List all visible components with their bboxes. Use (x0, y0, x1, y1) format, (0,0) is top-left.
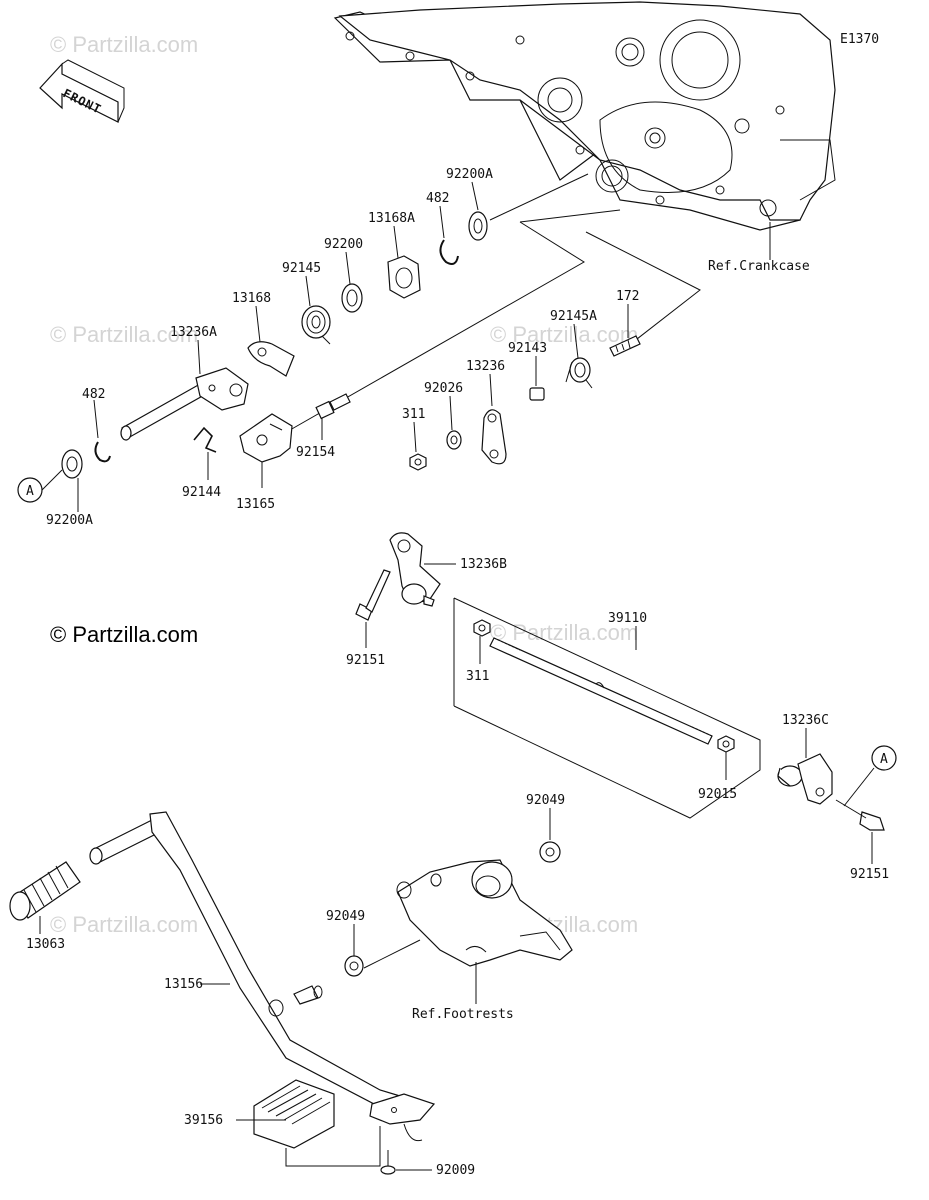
crankcase-ref (333, 1, 836, 231)
front-arrow-icon: FRONT (39, 59, 125, 123)
watermark-5: © Partzilla.com (490, 620, 638, 645)
label-311-top: 311 (402, 407, 425, 422)
label-311-rod: 311 (466, 669, 489, 684)
callout-a-left: A (17, 477, 43, 503)
part-482-circlip-top (439, 239, 459, 265)
label-13156: 13156 (164, 977, 203, 992)
label-92145A: 92145A (550, 309, 597, 324)
part-92145A-spring (565, 357, 593, 389)
part-92200A-washer-top (468, 211, 488, 241)
part-92144-spring (193, 426, 217, 453)
label-92009: 92009 (436, 1163, 475, 1178)
label-13063: 13063 (26, 937, 65, 952)
part-39110-rod (489, 637, 713, 745)
part-13063-footpeg-rubber (9, 861, 81, 921)
part-92151-bolt-left (355, 569, 391, 621)
label-13236B: 13236B (460, 557, 507, 572)
label-172: 172 (616, 289, 639, 304)
part-92154-bolt (315, 393, 351, 420)
part-13236B-lever (389, 532, 441, 607)
part-482-circlip-left (94, 441, 111, 463)
watermark-6: © Partzilla.com (50, 912, 198, 937)
label-92145: 92145 (282, 261, 321, 276)
label-13236: 13236 (466, 359, 505, 374)
part-92009-screw (380, 1150, 396, 1175)
part-92015-nut (717, 735, 735, 753)
callout-a-left-label: A (26, 484, 34, 499)
label-39156: 39156 (184, 1113, 223, 1128)
callout-a-right-label: A (880, 752, 888, 767)
label-13165: 13165 (236, 497, 275, 512)
part-13165-ratchet-plate (239, 413, 293, 463)
callout-a-right: A (871, 745, 897, 771)
part-92200-washer (341, 283, 363, 313)
part-13236A-shift-shaft (120, 367, 249, 441)
label-92143: 92143 (508, 341, 547, 356)
part-172-pin (609, 335, 641, 357)
label-92151-left: 92151 (346, 653, 385, 668)
label-13236A: 13236A (170, 325, 217, 340)
part-92026-washer (446, 430, 462, 450)
part-92049-washer-upper (539, 841, 561, 863)
label-92154: 92154 (296, 445, 335, 460)
label-92049-upper: 92049 (526, 793, 565, 808)
part-311-nut-rod (473, 619, 491, 637)
watermark-4: © Partzilla.com (490, 322, 638, 347)
label-13168: 13168 (232, 291, 271, 306)
ref-crankcase-label: Ref.Crankcase (708, 259, 810, 274)
label-92026: 92026 (424, 381, 463, 396)
label-92200A-top: 92200A (446, 167, 493, 182)
watermark-3: © Partzilla.com (50, 322, 198, 347)
label-13168A: 13168A (368, 211, 415, 226)
label-482-top: 482 (426, 191, 449, 206)
watermark-1: © Partzilla.com (50, 32, 198, 57)
part-92143-collar (529, 387, 545, 401)
part-92151-bolt-right (835, 799, 885, 831)
label-92144: 92144 (182, 485, 221, 500)
part-92049-washer-lower (344, 955, 364, 977)
part-13168-plate (247, 341, 295, 377)
label-92200: 92200 (324, 237, 363, 252)
ref-footrests-label: Ref.Footrests (412, 1007, 514, 1022)
footrest-bracket-ref (396, 859, 573, 967)
part-13168A-guide (387, 255, 421, 299)
part-13236C-lever (777, 753, 833, 805)
pedal-tip (369, 1093, 436, 1142)
label-13236C: 13236C (782, 713, 829, 728)
part-92145-spring (301, 305, 331, 345)
label-92049-lower: 92049 (326, 909, 365, 924)
label-92015: 92015 (698, 787, 737, 802)
label-92200A-left: 92200A (46, 513, 93, 528)
copyright-text: © Partzilla.com (50, 622, 198, 647)
label-482-left: 482 (82, 387, 105, 402)
diagram-code: E1370 (840, 32, 879, 47)
part-311-nut-top (409, 453, 427, 471)
part-13236-lever (481, 409, 507, 465)
part-39156-pedal-pad (253, 1079, 335, 1149)
label-39110: 39110 (608, 611, 647, 626)
part-92200A-washer-left (61, 449, 83, 479)
label-92151-right: 92151 (850, 867, 889, 882)
